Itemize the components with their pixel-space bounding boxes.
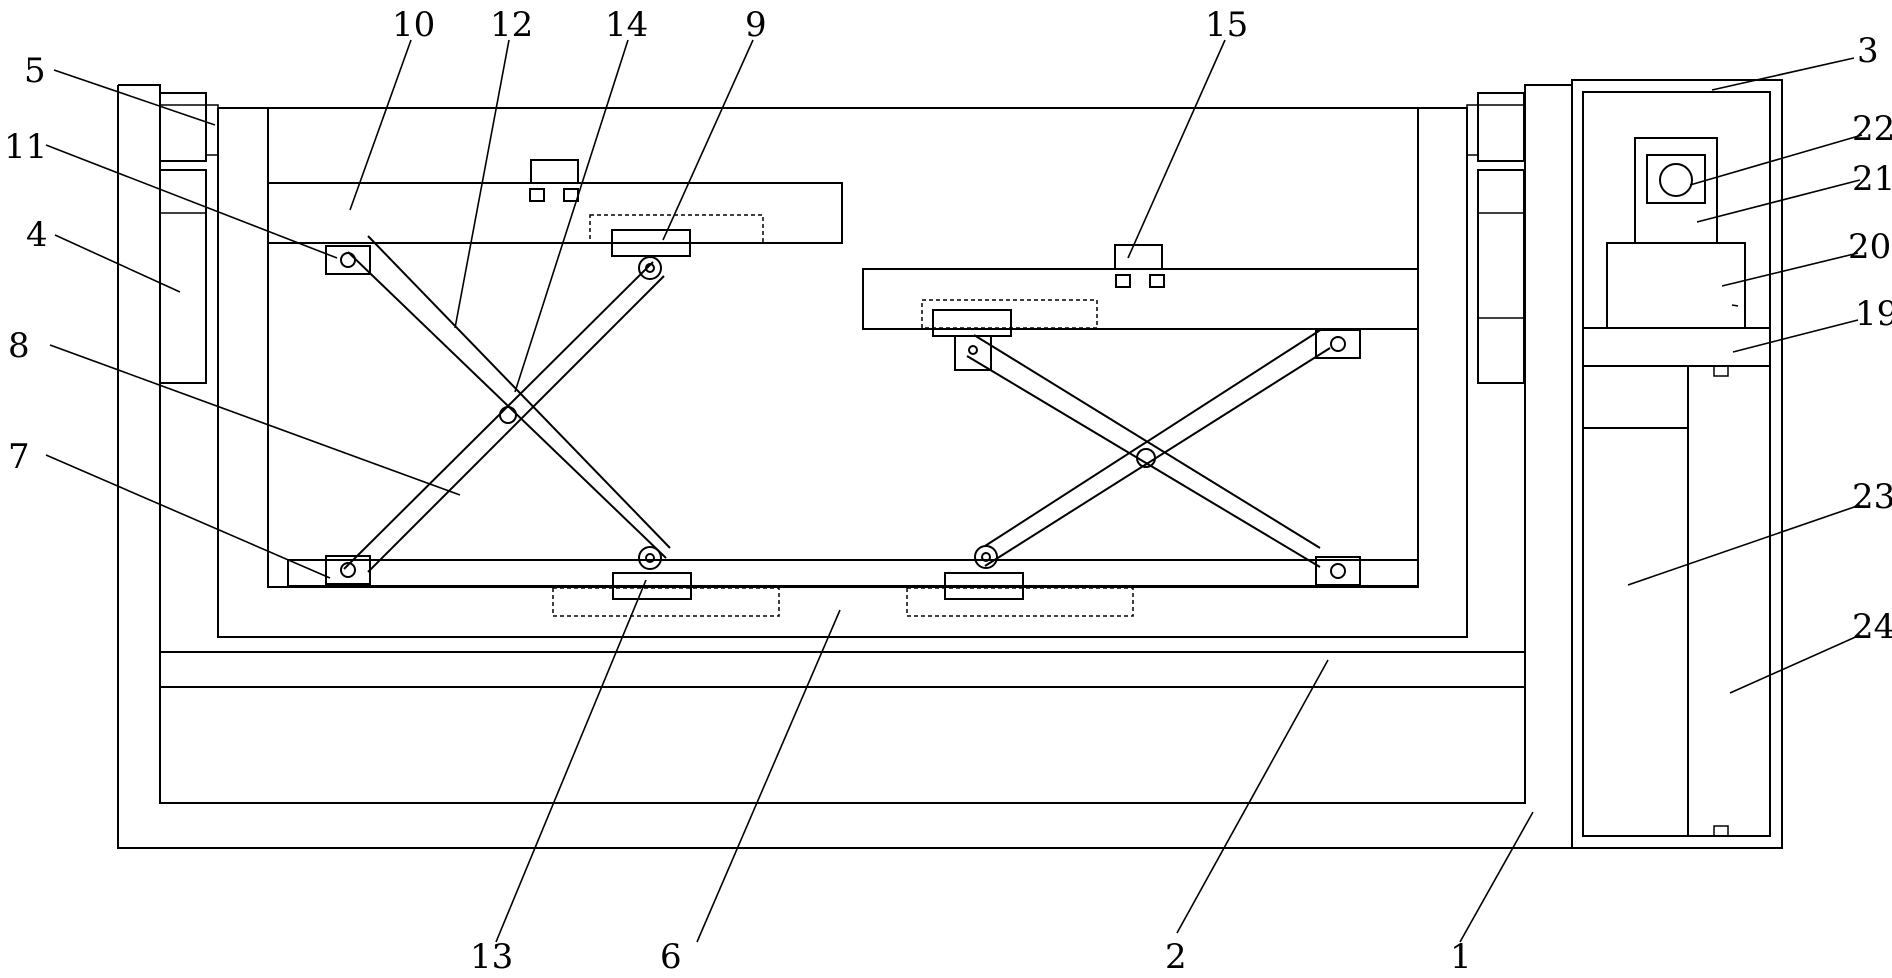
- right-column: [1687, 365, 1771, 837]
- right-scissor: [954, 328, 1361, 586]
- part-labels: 1 2 3 4 5 6 7 8 9 10 11 12 13 14 15 19 2…: [4, 5, 1892, 977]
- label-2: 2: [1165, 937, 1187, 977]
- label-6: 6: [660, 937, 682, 977]
- label-12: 12: [490, 5, 533, 45]
- label-23: 23: [1852, 477, 1892, 517]
- left-chamber: [1583, 366, 1689, 836]
- label-7: 7: [8, 437, 30, 477]
- label-14: 14: [605, 5, 648, 45]
- support-plate: [1582, 327, 1771, 367]
- label-19: 19: [1855, 294, 1892, 334]
- bottom-plate: [287, 559, 1419, 617]
- left-side-blocks: [159, 92, 219, 384]
- motor-mount: [1634, 137, 1718, 244]
- label-15: 15: [1205, 5, 1248, 45]
- label-3: 3: [1857, 31, 1879, 71]
- label-1: 1: [1450, 937, 1472, 977]
- left-table: [267, 159, 843, 257]
- label-20: 20: [1848, 227, 1891, 267]
- right-side-blocks: [1466, 92, 1525, 384]
- label-24: 24: [1852, 607, 1892, 647]
- right-table: [862, 244, 1419, 337]
- label-11: 11: [4, 127, 47, 167]
- leader-lines: [45, 39, 1863, 943]
- label-8: 8: [8, 326, 30, 366]
- label-22: 22: [1852, 109, 1892, 149]
- label-5: 5: [24, 51, 46, 91]
- left-scissor: [325, 235, 671, 585]
- label-21: 21: [1852, 159, 1892, 199]
- label-9: 9: [745, 5, 767, 45]
- base-frame: [117, 84, 1573, 849]
- label-10: 10: [392, 5, 435, 45]
- label-4: 4: [26, 215, 48, 255]
- label-13: 13: [470, 937, 513, 977]
- guide-rail: [160, 651, 1525, 688]
